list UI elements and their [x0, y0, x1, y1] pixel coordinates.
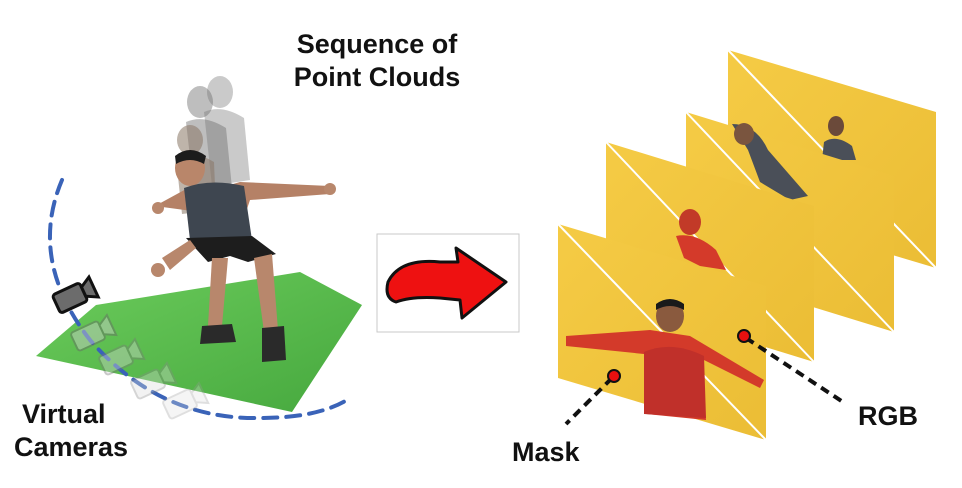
- mask-marker: [607, 369, 621, 383]
- camera-icon-ghost: [98, 337, 146, 376]
- title-line-1: Sequence of: [296, 29, 458, 59]
- camera-icon-ghost: [130, 361, 178, 400]
- frame-stack: [557, 49, 937, 441]
- rgb-leader: [744, 336, 848, 406]
- mask-leader: [564, 376, 614, 426]
- camera-path: [47, 178, 352, 421]
- person-figure-main: [151, 150, 336, 362]
- camera-icon-ghost: [70, 313, 118, 352]
- camera-icon: [51, 274, 101, 314]
- ground-plane: [36, 272, 362, 412]
- red-arrow-icon: [376, 233, 520, 333]
- camera-icon-ghost: [162, 381, 210, 420]
- virtual-cameras-label: Virtual Cameras: [14, 398, 164, 464]
- rgb-label: RGB: [858, 401, 918, 431]
- title-label: Sequence of Point Clouds: [262, 28, 492, 94]
- virtual-cameras-line-2: Cameras: [14, 432, 129, 462]
- title-line-2: Point Clouds: [293, 62, 461, 92]
- mask-label: Mask: [512, 437, 580, 467]
- rgb-marker: [737, 329, 751, 343]
- frame-1: [557, 223, 767, 441]
- virtual-cameras-line-1: Virtual: [22, 399, 106, 429]
- point-cloud-scene: [36, 76, 362, 421]
